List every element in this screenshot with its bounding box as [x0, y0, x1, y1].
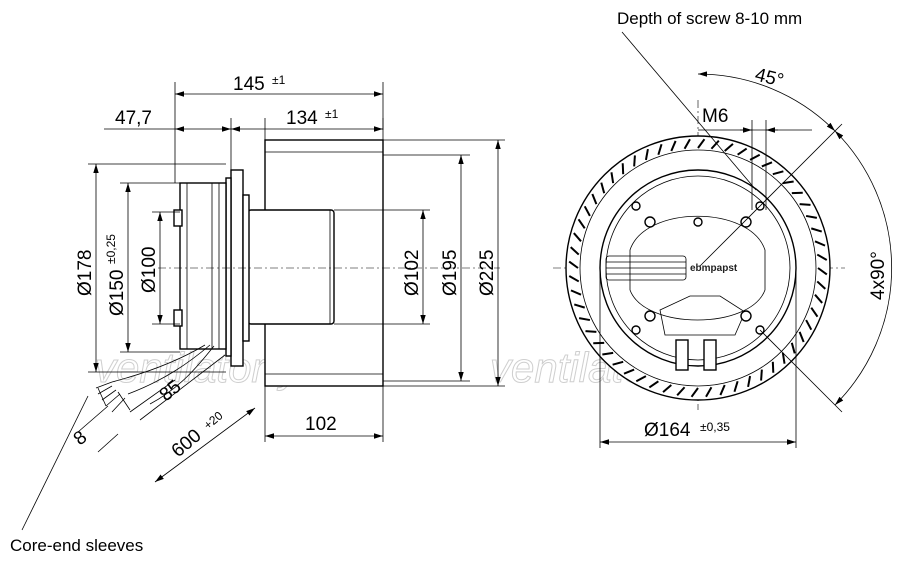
blade-slot [683, 138, 691, 150]
blade-slot [719, 384, 726, 396]
blade-slot [798, 331, 805, 343]
blade-slot [676, 386, 686, 396]
blade-slot [816, 280, 826, 290]
dim-225: Ø225 [477, 250, 498, 296]
motor-body [247, 209, 335, 325]
blade-slot [662, 384, 672, 393]
blade-slot [578, 317, 591, 322]
leader-depth-of-screw [621, 31, 757, 191]
dim-102-dia: Ø102 [402, 250, 423, 296]
blade-slot [799, 203, 811, 206]
dim-150-tolerance: ±0,25 [104, 234, 118, 264]
dim-line-600 [154, 407, 256, 483]
dim-45: 45° [753, 64, 786, 91]
blade-slot [644, 148, 649, 161]
dim-4x90: 4x90° [868, 251, 889, 300]
cable-gland-left [675, 339, 689, 371]
dim-600: 600 [168, 425, 206, 461]
brand-logo-text: ebmpapst [690, 263, 738, 274]
dim-145: 145 [233, 74, 265, 95]
dim-m6: M6 [702, 106, 728, 127]
blade-slot [747, 375, 752, 388]
blade-slot [816, 253, 828, 261]
dim-134: 134 [286, 108, 318, 129]
blade-slot [610, 172, 615, 184]
blade-slot [737, 147, 748, 156]
blade-slot [573, 303, 586, 309]
blade-slot [817, 267, 828, 276]
blade-slot [577, 218, 586, 229]
blade-slot [600, 182, 606, 194]
blade-slot [805, 214, 818, 219]
core-end-sleeves-label: Core-end sleeves [10, 536, 143, 555]
dim-47-7: 47,7 [115, 108, 152, 129]
dim-164: Ø164 [644, 420, 691, 441]
blade-slot [814, 294, 823, 304]
dim-arc-45 [697, 71, 836, 132]
blade-slot [568, 275, 580, 283]
blade-slot [710, 140, 720, 150]
blade-slot [657, 143, 663, 156]
blade-slot [705, 386, 713, 398]
dim-102-len: 102 [305, 414, 337, 435]
front-view: ebmpapst Depth of screw 8-10 mm M6 4 [553, 9, 892, 448]
depth-of-screw-label: Depth of screw 8-10 mm [617, 9, 802, 28]
dim-134-tolerance: ±1 [325, 107, 339, 121]
dim-150: Ø150 [107, 270, 128, 316]
dim-600-tolerance: +20 [201, 408, 226, 432]
impeller-blades [568, 138, 828, 398]
dim-100: Ø100 [139, 247, 160, 293]
blade-slot [585, 330, 597, 333]
blade-slot [570, 246, 580, 256]
dim-line-85 [129, 379, 176, 413]
blade-slot [623, 368, 635, 375]
dim-164-tolerance: ±0,35 [700, 420, 730, 434]
blade-slot [761, 161, 773, 168]
blade-slot [772, 170, 784, 176]
blade-slot [733, 380, 739, 393]
leader-core-end-sleeves [21, 395, 89, 531]
blade-slot [724, 143, 734, 152]
blade-slot [810, 307, 819, 318]
blade-slot [670, 140, 677, 152]
blade-slot [612, 360, 624, 366]
side-view: 145 ±1 47,7 134 ±1 Ø178 Ø150 ±0,25 Ø100 [10, 73, 505, 555]
blade-slot [648, 380, 659, 389]
blade-slot [697, 138, 706, 149]
electronics-housing [179, 182, 227, 350]
blade-slot [602, 351, 614, 356]
dim-arc-4x90 [834, 130, 892, 406]
cable-gland-right [703, 339, 717, 371]
blade-slot [635, 375, 647, 383]
dim-145-tolerance: ±1 [272, 73, 286, 87]
blade-slot [760, 369, 763, 381]
blade-slot [573, 232, 582, 242]
blade-slot [810, 227, 823, 233]
blade-slot [782, 180, 794, 185]
blade-slot [568, 260, 579, 269]
blade-slot [633, 155, 636, 167]
blade-slot [690, 387, 699, 398]
blade-slot [814, 240, 826, 247]
blade-slot [583, 205, 591, 217]
dim-8: 8 [70, 427, 92, 450]
blade-slot [781, 352, 786, 364]
blade-slot [570, 289, 582, 296]
blade-slot [591, 193, 598, 205]
blade-slot [805, 319, 813, 331]
dim-178: Ø178 [75, 250, 96, 296]
blade-slot [790, 342, 796, 354]
dim-195: Ø195 [440, 250, 461, 296]
